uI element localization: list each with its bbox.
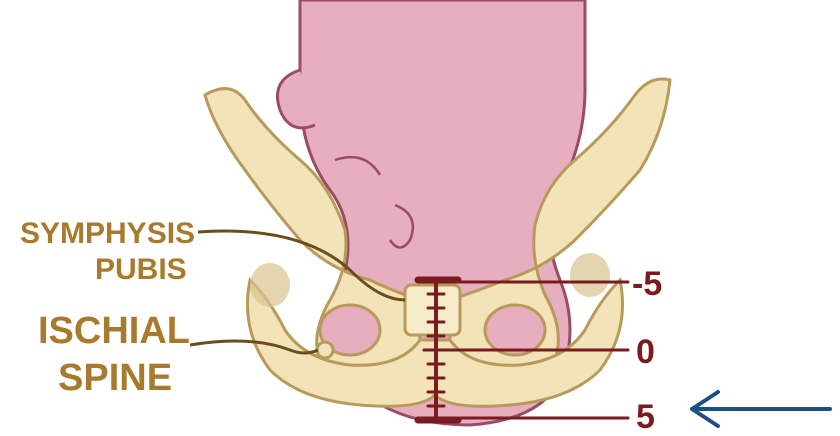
- station-minus-5: -5: [632, 265, 662, 303]
- ischial-spine-label-line2: SPINE: [58, 357, 172, 399]
- station-0: 0: [636, 333, 655, 371]
- station-plus-5: 5: [636, 398, 655, 436]
- symphysis-pubis-label-line2: PUBIS: [95, 253, 187, 286]
- arrow-left-icon: [692, 392, 830, 426]
- ischial-spine-label-line1: ISCHIAL: [38, 310, 190, 352]
- symphysis-pubis-label-line1: SYMPHYSIS: [20, 217, 195, 250]
